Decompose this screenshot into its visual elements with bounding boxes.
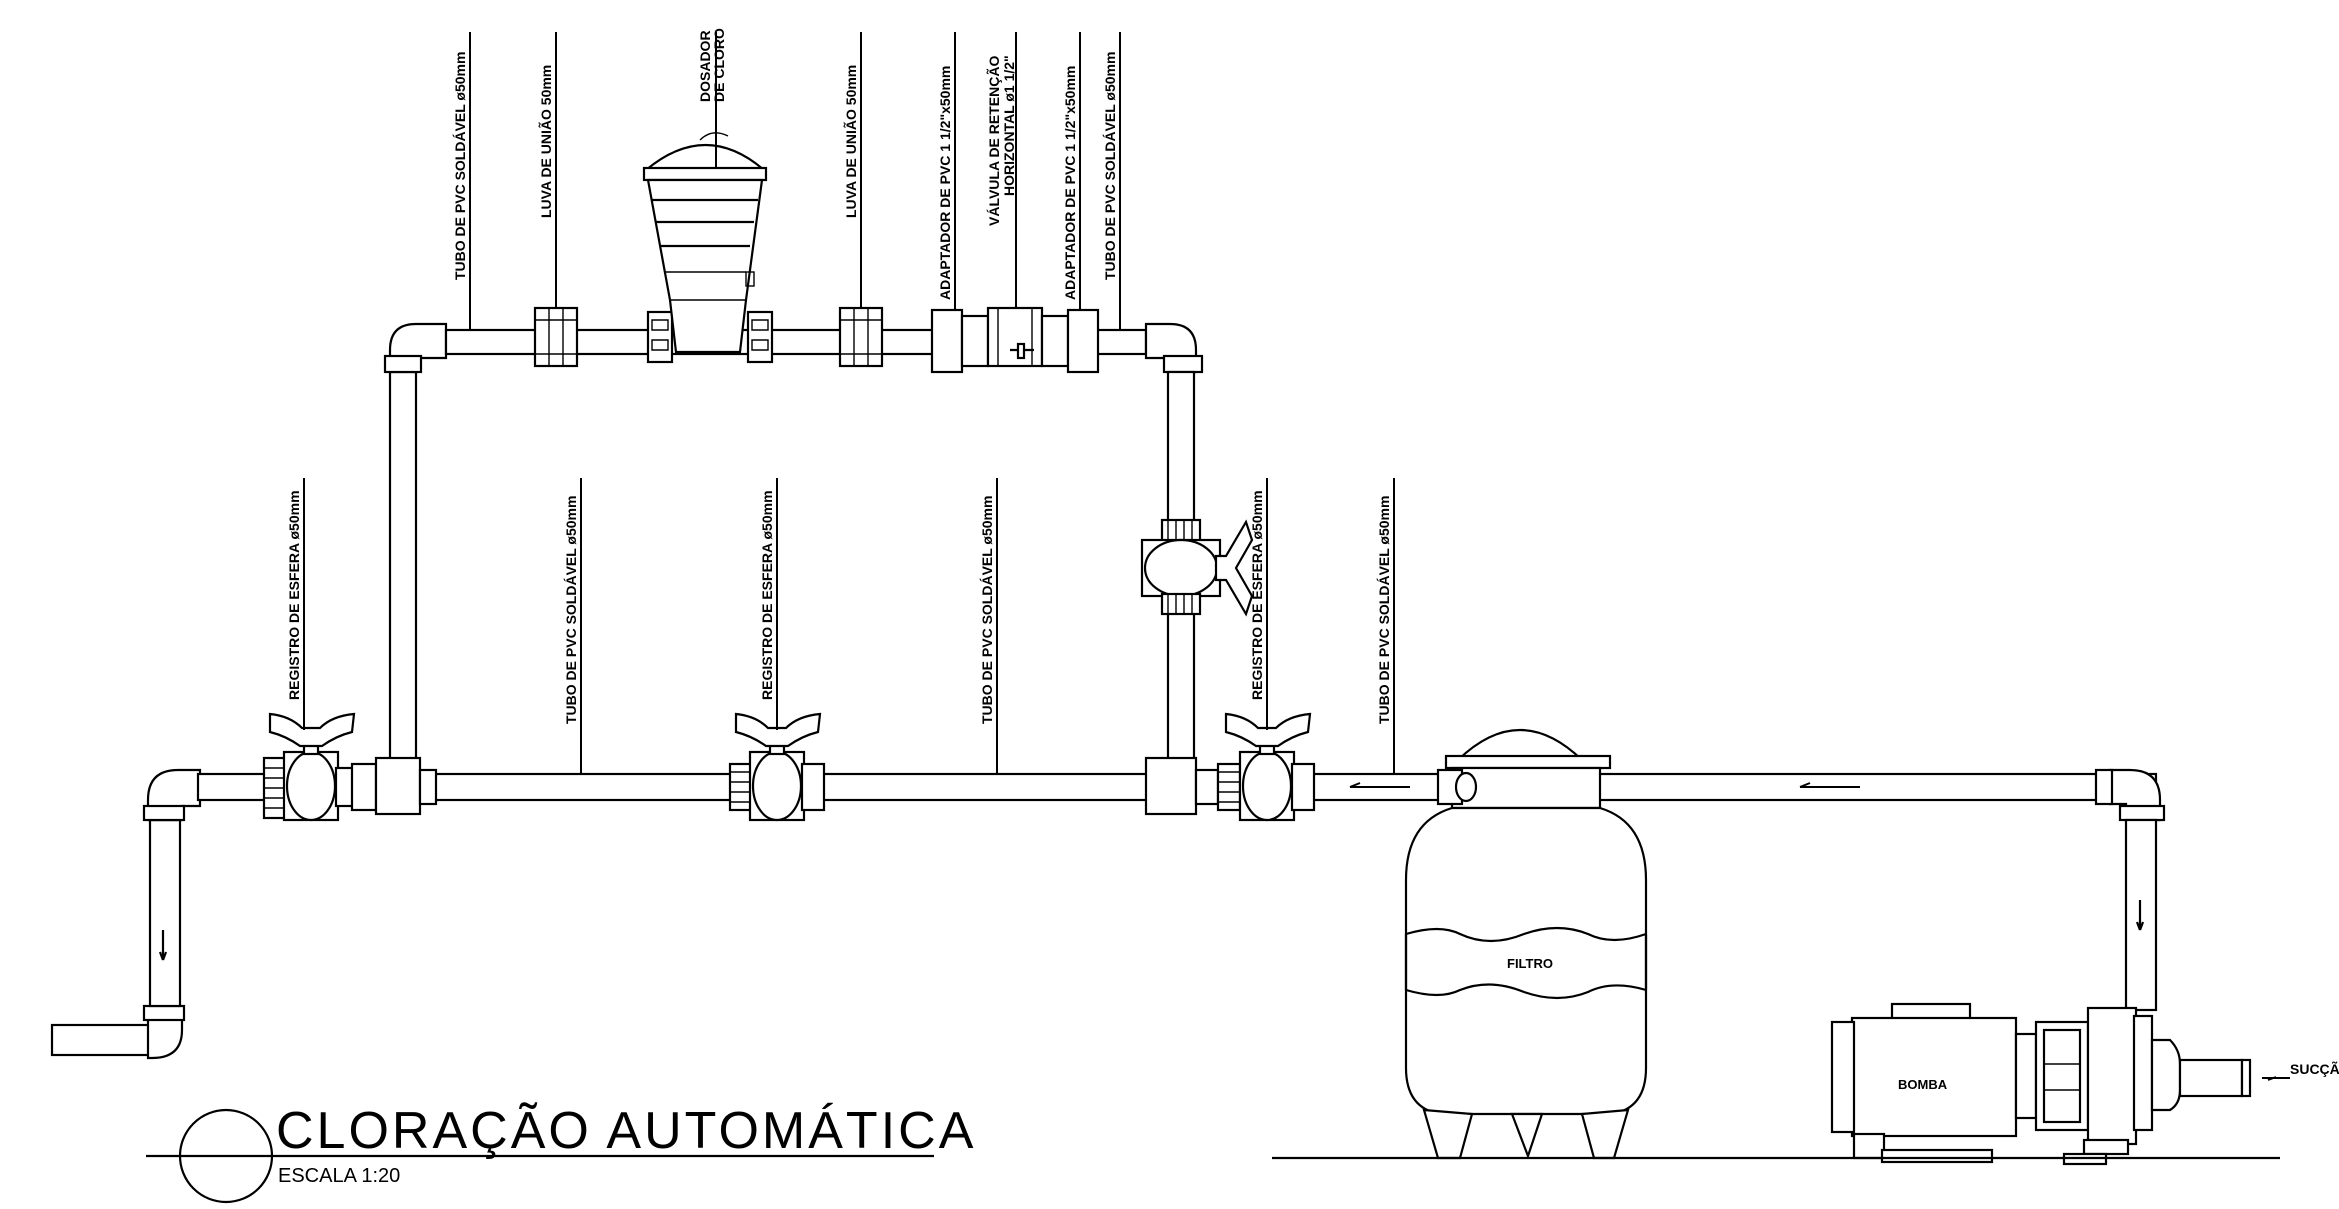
union-left [533, 306, 579, 368]
succao-label: SUCÇÃ [2290, 1060, 2339, 1077]
ball-valve-1 [262, 712, 378, 822]
label-tubo-bottom-1: TUBO DE PVC SOLDÁVEL ø50mm [563, 496, 579, 724]
label-tubo-top-left: TUBO DE PVC SOLDÁVEL ø50mm [452, 52, 468, 280]
drawing-title: CLORAÇÃO AUTOMÁTICA [276, 1102, 976, 1160]
label-adaptador-left: ADAPTADOR DE PVC 1 1/2"x50mm [937, 66, 953, 300]
label-registro-3: REGISTRO DE ESFERA ø50mm [1249, 490, 1265, 700]
label-dosador-2: DE CLORO [711, 28, 727, 102]
pump: BOMBA [1830, 1002, 2244, 1166]
label-tubo-bottom-2: TUBO DE PVC SOLDÁVEL ø50mm [979, 496, 995, 724]
check-valve [986, 306, 1044, 368]
pump-label: BOMBA [1898, 1077, 1948, 1092]
label-luva-left: LUVA DE UNIÃO 50mm [537, 65, 554, 218]
leader-lines [303, 32, 1395, 774]
label-registro-2: REGISTRO DE ESFERA ø50mm [759, 490, 775, 700]
main-line [50, 712, 2166, 1060]
label-dosador-1: DOSADOR [697, 30, 713, 102]
ball-valve-2 [728, 712, 826, 822]
label-tubo-top-right: TUBO DE PVC SOLDÁVEL ø50mm [1102, 52, 1118, 280]
label-valvula-1: VÁLVULA DE RETENÇÃO [985, 56, 1002, 226]
ball-valve-3 [1216, 712, 1316, 822]
title-block: CLORAÇÃO AUTOMÁTICA ESCALA 1:20 [146, 1102, 976, 1204]
label-luva-right: LUVA DE UNIÃO 50mm [842, 65, 859, 218]
callouts: TUBO DE PVC SOLDÁVEL ø50mm LUVA DE UNIÃO… [286, 28, 1392, 724]
sand-filter: FILTRO [1404, 729, 1648, 1160]
label-adaptador-right: ADAPTADOR DE PVC 1 1/2"x50mm [1062, 66, 1078, 300]
chlorine-feeder [642, 132, 768, 354]
label-valvula-2: HORIZONTAL ø1 1/2" [1001, 55, 1017, 196]
drawing-scale: ESCALA 1:20 [278, 1165, 400, 1187]
label-registro-1: REGISTRO DE ESFERA ø50mm [286, 490, 302, 700]
union-right [838, 306, 884, 368]
ball-valve-riser [1140, 518, 1254, 617]
label-tubo-bottom-3: TUBO DE PVC SOLDÁVEL ø50mm [1376, 496, 1392, 724]
filter-label: FILTRO [1507, 956, 1553, 971]
